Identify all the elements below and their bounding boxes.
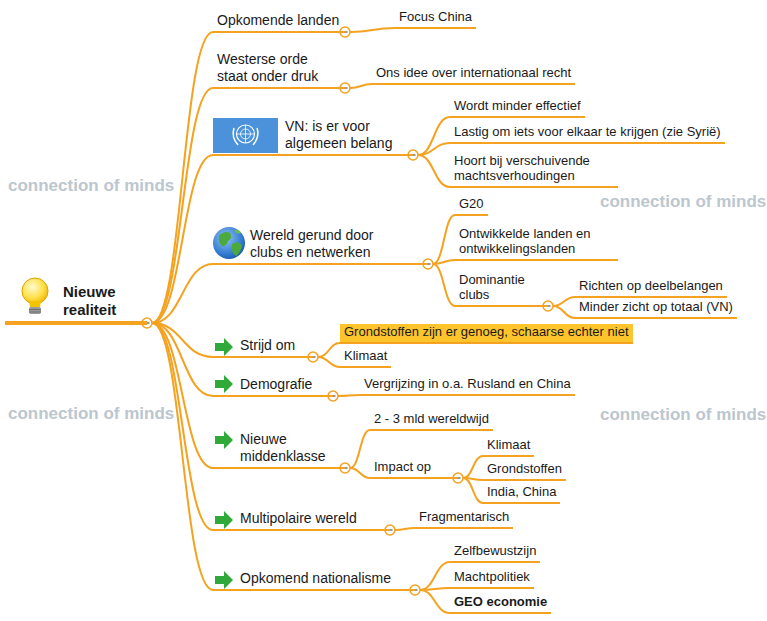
branch-line [420,562,450,590]
branch-line [152,323,213,590]
topic-branch: Lastig om iets voor elkaar te krijgen (z… [450,124,725,144]
topic-text: Ons idee over internationaal recht [376,65,571,81]
topic-branch: Strijd om [213,337,313,358]
topic-text: Vergrijzing in o.a. Rusland en China [364,376,571,392]
branch-line [418,117,450,155]
branch-line [152,88,213,323]
topic-branch: G20 [455,196,488,216]
branch-line [318,343,340,357]
topic-branch: Richten op deelbelangen [575,278,727,298]
topic-text: Ontwikkelde landen en ontwikkelingslande… [459,226,614,257]
topic-text: Wereld gerund door clubs en netwerken [250,227,392,261]
topic-branch: Klimaat [340,348,391,368]
root-topic: Nieuwe realiteit [5,283,147,325]
topic-branch: GEO economie [450,594,551,614]
topic-text: G20 [459,196,484,212]
topic-text: Strijd om [240,337,309,354]
branch-line [433,260,455,264]
globe-icon [213,227,245,259]
un-flag-icon [213,118,278,153]
branch-line [463,478,483,503]
topic-text: India, China [487,484,556,500]
branch-line [553,306,575,318]
topic-text: Zelfbewustzijn [454,543,536,559]
topic-branch: Wereld gerund door clubs en netwerken [213,227,428,265]
topic-branch: Multipolaire wereld [213,510,390,531]
topic-branch: Demografie [213,376,333,397]
topic-text: Multipolaire wereld [240,510,386,527]
topic-text: Nieuwe middenklasse [240,431,335,465]
branch-line [395,528,415,530]
topic-branch: Nieuwe middenklasse [213,431,345,469]
topic-text: Fragmentarisch [419,509,509,525]
topic-text: Minder zicht op totaal (VN) [579,299,733,315]
topic-branch: India, China [483,484,560,504]
topic-text: Hoort bij verschuivende machtsverhouding… [454,153,614,184]
branch-line [338,395,360,396]
topic-text: Richten op deelbelangen [579,278,723,294]
topic-text: Opkomend nationalisme [240,570,411,587]
topic-branch: Minder zicht op totaal (VN) [575,299,737,319]
topic-text: Nieuwe realiteit [63,283,141,319]
branch-line [350,430,370,468]
branch-line [350,28,395,32]
branch-line [418,155,450,187]
branch-line [420,588,450,590]
branch-line [152,264,213,323]
branch-line [152,323,213,468]
branch-line [418,143,450,155]
branch-line [420,590,450,613]
topic-branch: Wordt minder effectief [450,98,585,118]
topic-text: 2 - 3 mld wereldwijd [374,411,489,427]
topic-branch: Dominantie clubs [455,272,548,307]
branch-line [318,357,340,367]
topic-text: Klimaat [487,437,530,453]
topic-text: Westerse orde staat onder druk [217,51,337,85]
topic-text: GEO economie [454,594,547,610]
topic-branch: Focus China [395,9,476,29]
topic-text: Dominantie clubs [459,272,541,303]
topic-branch: Grondstoffen zijn er genoeg, schaarse ec… [340,324,633,344]
branch-line [433,264,455,306]
topic-text: Grondstoffen [487,461,562,477]
topic-text: Impact op [374,459,454,475]
topic-text: VN: is er voor algemeen belang [285,118,405,152]
topic-branch: Grondstoffen [483,461,566,481]
topic-branch: Machtpolitiek [450,569,534,589]
topic-text: Wordt minder effectief [454,98,581,114]
watermark: connection of minds [600,405,766,425]
topic-branch: Hoort bij verschuivende machtsverhouding… [450,153,618,188]
topic-branch: Opkomend nationalisme [213,570,415,591]
topic-branch: VN: is er voor algemeen belang [213,118,413,156]
branch-line [463,456,483,478]
topic-text: Focus China [399,9,472,25]
branch-line [152,323,213,530]
branch-line [350,84,372,88]
topic-text: Machtpolitiek [454,569,530,585]
topic-branch: Opkomende landen [213,12,345,33]
watermark: connection of minds [8,404,174,424]
topic-branch: Impact op [370,459,458,479]
topic-branch: Klimaat [483,437,534,457]
topic-branch: Ontwikkelde landen en ontwikkelingslande… [455,226,618,261]
topic-text: Klimaat [344,348,387,364]
topic-text: Opkomende landen [217,12,341,29]
branch-line [553,297,575,306]
bulb-icon [22,278,48,314]
watermark: connection of minds [600,192,766,212]
branch-line [350,468,370,478]
topic-branch: Zelfbewustzijn [450,543,540,563]
watermark: connection of minds [8,176,174,196]
branch-line [433,215,455,264]
topic-branch: Vergrijzing in o.a. Rusland en China [360,376,575,396]
topic-branch: Fragmentarisch [415,509,513,529]
topic-text: Grondstoffen zijn er genoeg, schaarse ec… [344,324,629,340]
topic-branch: 2 - 3 mld wereldwijd [370,411,493,431]
topic-branch: Westerse orde staat onder druk [213,51,345,89]
topic-text: Demografie [240,376,329,393]
topic-branch: Ons idee over internationaal recht [372,65,575,85]
topic-text: Lastig om iets voor elkaar te krijgen (z… [454,124,721,140]
